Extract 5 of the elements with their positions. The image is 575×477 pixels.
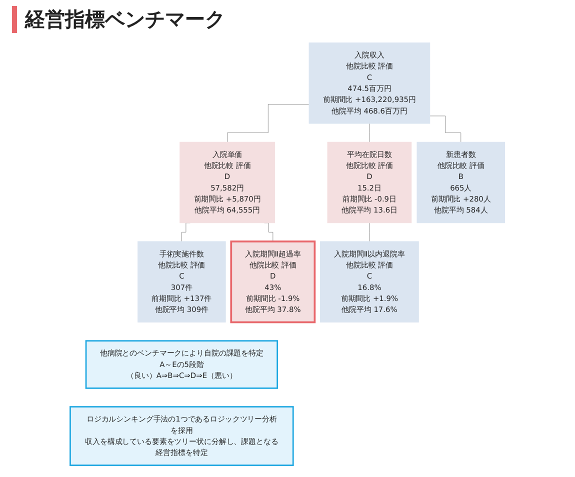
connector (369, 222, 370, 242)
title: 経営指標ベンチマーク (12, 6, 563, 33)
connector (430, 116, 462, 142)
connector (369, 123, 370, 142)
connector (227, 104, 310, 142)
